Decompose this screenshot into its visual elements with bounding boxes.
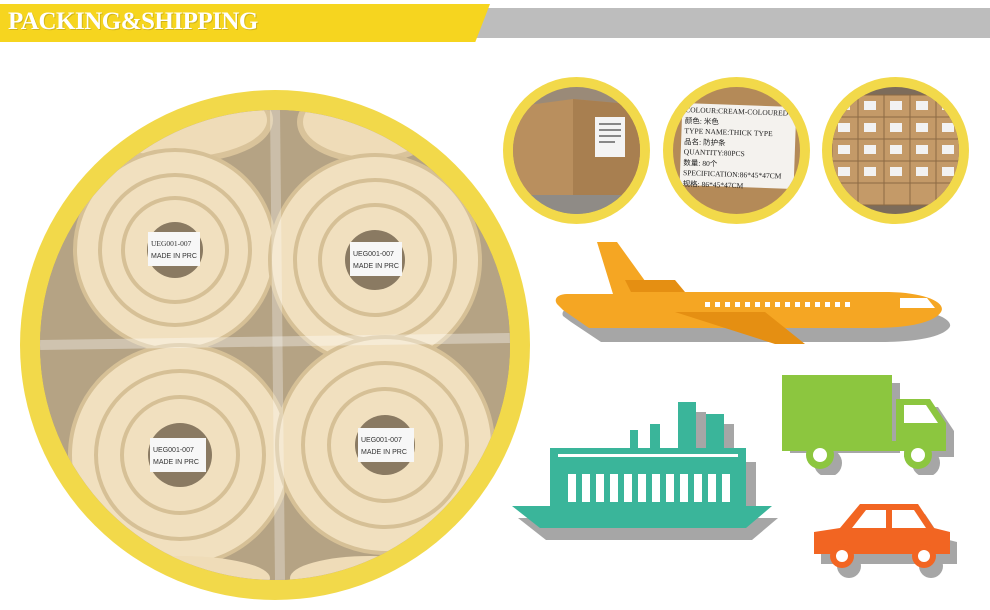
roll-label-3-line1: UEG001-007 — [153, 447, 194, 454]
page-title: PACKING&SHIPPING — [8, 8, 258, 35]
stacked-cartons-photo — [832, 87, 959, 214]
roll-label-2-line1: UEG001-007 — [353, 251, 394, 258]
foam-roll-3 — [68, 343, 292, 567]
roll-label-4-line1: UEG001-007 — [361, 437, 402, 444]
airplane-icon — [555, 242, 951, 344]
roll-label-3-line2: MADE IN PRC — [153, 459, 199, 466]
product-photo: UEG001-007 MADE IN PRC UEG001-007 MADE I… — [40, 110, 510, 580]
carton-label-photo: COLOUR:CREAM-COLOURED 颜色: 米色 TYPE NAME:T… — [673, 87, 800, 214]
foam-roll-4 — [275, 335, 495, 555]
foam-rolls-image: UEG001-007 MADE IN PRC UEG001-007 MADE I… — [40, 110, 510, 580]
ship-icon — [512, 402, 778, 540]
carton-label-circle: COLOUR:CREAM-COLOURED 颜色: 米色 TYPE NAME:T… — [663, 77, 810, 224]
truck-icon — [782, 375, 954, 475]
foam-roll-1 — [73, 148, 277, 352]
roll-label-2-line2: MADE IN PRC — [353, 263, 399, 270]
roll-label-1-line2: MADE IN PRC — [151, 253, 197, 260]
car-icon — [814, 504, 957, 578]
roll-label-4-line2: MADE IN PRC — [361, 449, 407, 456]
roll-label-1-line1: UEG001-007 — [151, 239, 192, 248]
carton-photo — [513, 87, 640, 214]
carton-label: COLOUR:CREAM-COLOURED 颜色: 米色 TYPE NAME:T… — [679, 103, 797, 190]
carton-photo-circle — [503, 77, 650, 224]
foam-roll-2 — [268, 153, 482, 367]
header-accent — [0, 4, 490, 42]
product-photo-circle: UEG001-007 MADE IN PRC UEG001-007 MADE I… — [20, 90, 530, 600]
stacked-cartons-circle — [822, 77, 969, 224]
